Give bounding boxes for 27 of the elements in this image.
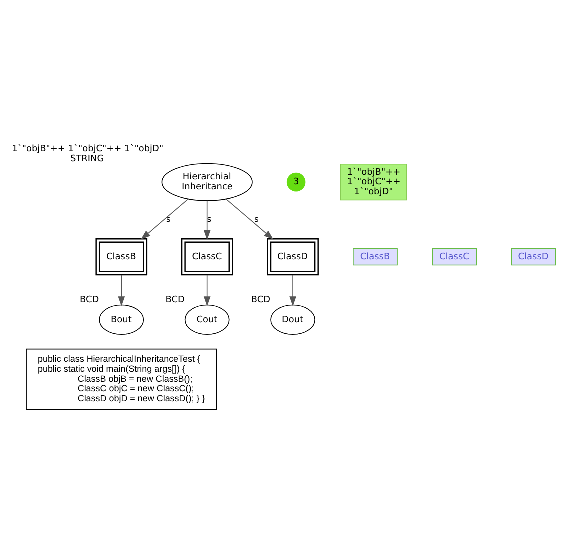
node-label: 1`"objB"++ 1`"objC"++ 1`"objD"	[12, 144, 164, 154]
node-label: BCD	[166, 296, 185, 306]
node-box: 1`"objB"++ 1`"objC"++ 1`"objD"	[340, 164, 408, 201]
arrow	[290, 274, 296, 306]
node-circle: 3	[286, 172, 306, 192]
node-box: public class HierarchicalInheritanceTest { public static void main(String args[]) { ClassB objB = new ClassB(); ClassC objC = new ClassC(); ClassD objD = new ClassD(); } }	[26, 348, 218, 410]
node-ellipse: Hierarchial Inheritance	[162, 163, 253, 202]
arrow	[204, 274, 211, 306]
node-box: ClassB	[353, 248, 398, 266]
node-box: ClassB	[96, 238, 148, 276]
node-label: BCD	[80, 296, 100, 306]
arrow	[226, 198, 274, 240]
node-box: ClassC	[432, 248, 478, 266]
arrow	[204, 200, 211, 240]
node-box: ClassD	[267, 238, 319, 276]
arrow	[118, 274, 126, 306]
node-ellipse: Bout	[99, 304, 144, 336]
edge-label: s	[166, 214, 171, 224]
arrow	[140, 198, 189, 240]
edge-label: s	[254, 214, 259, 224]
node-ellipse: Dout	[270, 304, 316, 336]
node-label: STRING	[70, 154, 104, 164]
edge-label: s	[207, 214, 212, 224]
node-box: ClassD	[511, 248, 556, 266]
node-box: ClassC	[181, 238, 234, 276]
node-label: BCD	[251, 296, 271, 306]
node-ellipse: Cout	[184, 304, 230, 336]
